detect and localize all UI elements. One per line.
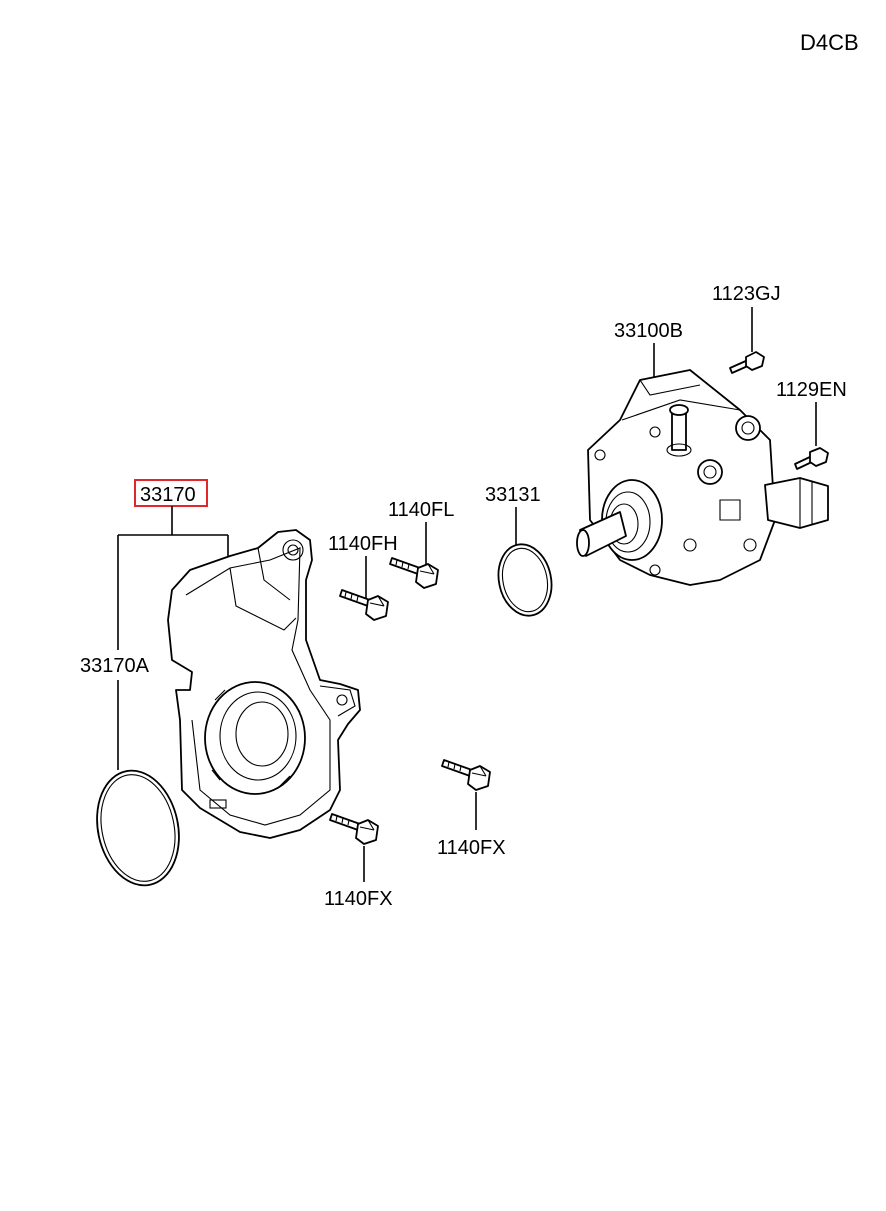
- callout-33131[interactable]: 33131: [485, 484, 541, 506]
- gasket-33131: [497, 543, 553, 617]
- callout-1140fl[interactable]: 1140FL: [388, 499, 454, 521]
- leader-33170: [117, 506, 229, 650]
- bolt-1140fx-lower: [329, 813, 379, 845]
- callout-1140fx-right[interactable]: 1140FX: [437, 837, 506, 859]
- callout-highlight-box[interactable]: [134, 479, 208, 507]
- callout-1140fx-lower[interactable]: 1140FX: [324, 888, 393, 910]
- callout-33100b[interactable]: 33100B: [614, 320, 683, 342]
- high-pressure-pump: [576, 369, 829, 586]
- bolt-1123gj: [729, 351, 765, 374]
- pump-cover-housing: [167, 529, 361, 839]
- callout-1140fh[interactable]: 1140FH: [328, 533, 398, 555]
- bolt-1140fx-right: [441, 759, 491, 791]
- engine-code: D4CB: [800, 30, 859, 55]
- o-ring-cover-inner: [100, 774, 176, 882]
- callout-33170a[interactable]: 33170A: [80, 655, 150, 677]
- callout-33170[interactable]: 33170: [140, 484, 196, 506]
- callout-1129en[interactable]: 1129EN: [776, 379, 847, 401]
- bolt-1129en: [794, 447, 829, 470]
- bolt-1140fl: [389, 557, 439, 589]
- gasket-33131-inner: [501, 547, 549, 613]
- bolt-1140fh: [339, 589, 389, 621]
- callout-1123gj[interactable]: 1123GJ: [712, 283, 781, 305]
- o-ring-cover: [96, 769, 180, 887]
